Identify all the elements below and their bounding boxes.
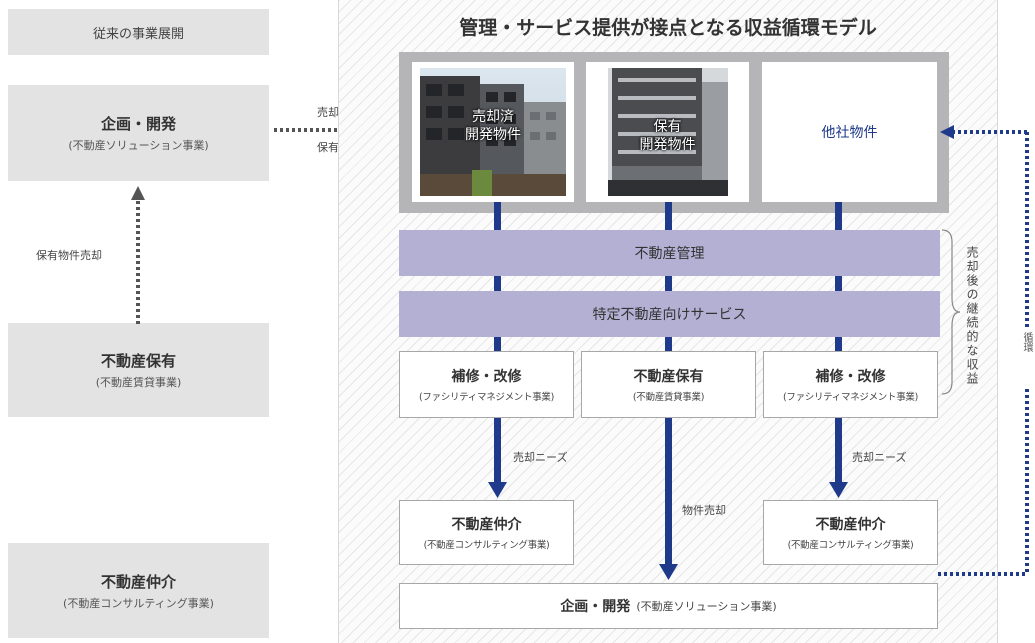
mid-box-facility-right-title: 補修・改修 xyxy=(815,369,886,385)
left-holding-subtitle: (不動産賃貸事業) xyxy=(95,376,182,389)
traditional-header-label: 従来の事業展開 xyxy=(92,26,184,42)
mid-box-facility-left: 補修・改修 (ファシリティマネジメント事業) xyxy=(399,351,574,418)
continuous-revenue-brace xyxy=(941,229,961,395)
mid-box-facility-left-title: 補修・改修 xyxy=(451,369,522,385)
held-property-label: 保有 開発物件 xyxy=(586,118,749,154)
lower-box-brokerage-right: 不動産仲介 (不動産コンサルティング事業) xyxy=(763,500,938,565)
band-specific-services: 特定不動産向けサービス xyxy=(399,291,940,337)
left-brokerage-box: 不動産仲介 (不動産コンサルティング事業) xyxy=(8,543,269,638)
lower-box-brokerage-left-title: 不動産仲介 xyxy=(451,517,522,533)
mid-box-holding: 不動産保有 (不動産賃貸事業) xyxy=(581,351,756,418)
arrow-label-hold: 保有 xyxy=(317,141,339,154)
bottom-planning-title: 企画・開発 xyxy=(560,599,631,615)
sold-property-photo: 売却済 開発物件 xyxy=(412,62,574,202)
mid-box-facility-left-subtitle: (ファシリティマネジメント事業) xyxy=(418,392,555,403)
mid-box-facility-right-subtitle: (ファシリティマネジメント事業) xyxy=(782,392,919,403)
sale-needs-arrow-left xyxy=(488,418,507,498)
lower-box-brokerage-left: 不動産仲介 (不動産コンサルティング事業) xyxy=(399,500,574,565)
mid-box-holding-subtitle: (不動産賃貸事業) xyxy=(632,392,705,403)
vertical-arrow-label: 保有物件売却 xyxy=(34,246,104,264)
building-photo-icon xyxy=(420,68,566,196)
bottom-planning-subtitle: (不動産ソリューション事業) xyxy=(636,600,777,613)
cycle-dotted-line xyxy=(938,125,1029,576)
cycle-label: 循環 xyxy=(1021,332,1032,352)
holding-to-planning-arrow xyxy=(131,186,145,324)
property-sale-arrow xyxy=(659,418,678,580)
band-specific-services-label: 特定不動産向けサービス xyxy=(592,307,747,323)
held-property-label-text: 保有 開発物件 xyxy=(639,119,696,153)
left-planning-subtitle: (不動産ソリューション事業) xyxy=(68,139,209,152)
left-brokerage-title: 不動産仲介 xyxy=(100,572,176,591)
left-planning-title: 企画・開発 xyxy=(100,115,176,133)
model-title: 管理・サービス提供が接点となる収益循環モデル xyxy=(459,17,877,39)
sale-needs-label-left: 売却ニーズ xyxy=(513,451,568,464)
sale-needs-label-right: 売却ニーズ xyxy=(852,451,907,464)
connector-line-left xyxy=(494,202,501,352)
band-property-management: 不動産管理 xyxy=(399,230,940,276)
left-planning-box: 企画・開発 (不動産ソリューション事業) xyxy=(8,85,269,181)
property-sale-label: 物件売却 xyxy=(682,504,726,517)
sold-property-label-text: 売却済 開発物件 xyxy=(465,109,521,143)
bottom-planning-box: 企画・開発 (不動産ソリューション事業) xyxy=(399,583,938,629)
lower-box-brokerage-right-title: 不動産仲介 xyxy=(815,517,886,533)
mid-box-holding-title: 不動産保有 xyxy=(633,369,704,385)
left-holding-title: 不動産保有 xyxy=(100,352,176,370)
sale-needs-arrow-right xyxy=(829,418,848,498)
building-photo-icon xyxy=(608,68,728,196)
other-company-property-box: 他社物件 xyxy=(762,62,937,202)
other-company-property-label: 他社物件 xyxy=(821,125,878,141)
band-property-management-label: 不動産管理 xyxy=(634,246,705,262)
left-brokerage-subtitle: (不動産コンサルティング事業) xyxy=(63,596,214,610)
arrow-label-sale: 売却 xyxy=(317,106,339,119)
left-holding-box: 不動産保有 (不動産賃貸事業) xyxy=(8,323,269,417)
connector-line-center xyxy=(665,202,672,352)
mid-box-facility-right: 補修・改修 (ファシリティマネジメント事業) xyxy=(763,351,938,418)
traditional-header: 従来の事業展開 xyxy=(8,9,269,55)
held-property-photo: 保有 開発物件 xyxy=(586,62,749,202)
connector-line-right xyxy=(835,202,842,352)
lower-box-brokerage-left-subtitle: (不動産コンサルティング事業) xyxy=(423,540,550,551)
continuous-revenue-label: 売却後の継続的な収益 xyxy=(965,246,979,386)
sold-property-label: 売却済 開発物件 xyxy=(412,108,574,144)
lower-box-brokerage-right-subtitle: (不動産コンサルティング事業) xyxy=(787,540,914,551)
